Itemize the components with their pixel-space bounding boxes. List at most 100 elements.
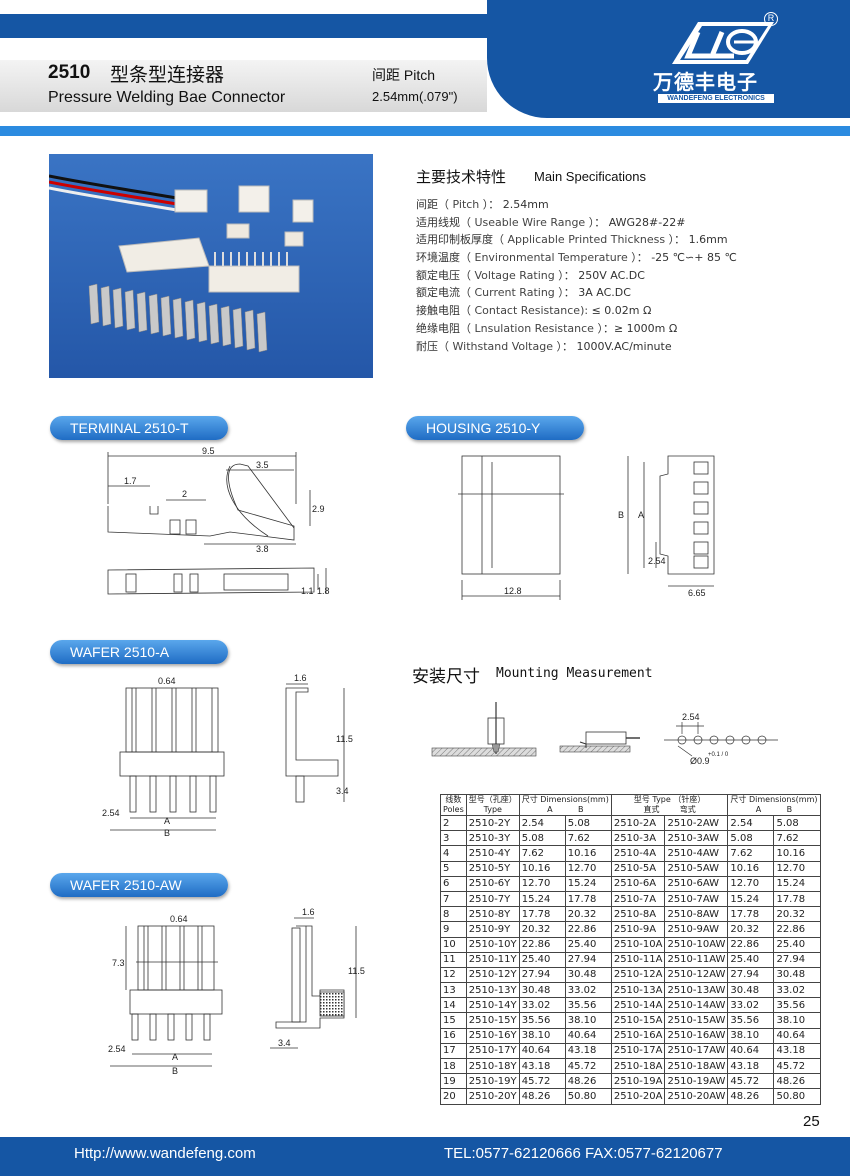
terminal-drawing: 9.5 3.5 1.7 2 2.9 3.8 1.1 1.8 xyxy=(107,446,330,596)
table-cell: 12.70 xyxy=(727,875,775,892)
housing-dim-b: B xyxy=(618,510,624,520)
table-cell: 5.08 xyxy=(564,814,612,832)
table-cell: 15 xyxy=(440,1012,467,1029)
housing-drawing: 12.8 6.65 B A 2.54 xyxy=(458,455,715,600)
table-cell: 7.62 xyxy=(564,830,612,847)
table-cell: 2510-17Y xyxy=(465,1042,520,1060)
table-cell: 15.24 xyxy=(773,875,821,892)
product-title-en: Pressure Welding Bae Connector xyxy=(48,89,286,106)
table-cell: 17.78 xyxy=(773,890,821,908)
wafer-a-dim-b: B xyxy=(164,828,170,838)
table-cell: 2510-2Y xyxy=(465,814,520,832)
table-cell: 20.32 xyxy=(773,906,821,923)
specs-title-en: Main Specifications xyxy=(534,169,646,184)
table-cell: 9 xyxy=(440,921,467,938)
th-dimensions-pin: 尺寸 Dimensions(mm)A B xyxy=(727,794,821,816)
terminal-dim-height: 2.9 xyxy=(312,504,325,514)
table-cell: 14 xyxy=(440,997,467,1014)
section-terminal: TERMINAL 2510-T xyxy=(50,416,228,440)
table-cell: 27.94 xyxy=(727,966,775,984)
table-cell: 2510-20AW xyxy=(664,1088,729,1105)
wafer-aw-dim-top: 7.3 xyxy=(112,958,125,968)
wafer-a-dim-bottom: 3.4 xyxy=(336,786,349,796)
table-cell: 2510-16AW xyxy=(664,1027,729,1044)
table-cell: 22.86 xyxy=(564,921,612,938)
table-cell: 2510-8A xyxy=(610,906,666,923)
spec-pcb-thickness: 适用印制板厚度（ Applicable Printed Thickness ）：… xyxy=(416,233,728,247)
table-cell: 5.08 xyxy=(518,830,566,847)
table-cell: 2510-12Y xyxy=(465,966,520,984)
wafer-a-dim-side: 1.6 xyxy=(294,673,307,683)
wafer-a-dim-pitch: 2.54 xyxy=(102,808,120,818)
table-cell: 7.62 xyxy=(727,845,775,862)
spec-insulation-resistance: 绝缘电阻（ Lnsulation Resistance ）：≥ 1000m Ω xyxy=(416,321,678,335)
table-cell: 19 xyxy=(440,1073,467,1090)
spec-withstand-voltage: 耐压（ Withstand Voltage ）： 1000V.AC/minute xyxy=(416,339,672,353)
table-cell: 3 xyxy=(440,830,467,847)
table-cell: 22.86 xyxy=(773,921,821,938)
table-cell: 2510-5A xyxy=(610,860,666,877)
table-cell: 2510-18Y xyxy=(465,1057,520,1075)
table-cell: 2510-10AW xyxy=(664,936,729,953)
terminal-dim-contact: 3.8 xyxy=(256,544,269,554)
table-cell: 40.64 xyxy=(727,1042,775,1060)
section-wafer-a: WAFER 2510-A xyxy=(50,640,228,664)
table-cell: 33.02 xyxy=(518,997,566,1014)
table-cell: 2510-3A xyxy=(610,830,666,847)
table-cell: 2.54 xyxy=(727,814,775,832)
table-cell: 2510-15A xyxy=(610,1012,666,1029)
page-footer xyxy=(0,1137,850,1176)
table-cell: 10.16 xyxy=(518,860,566,877)
table-cell: 38.10 xyxy=(727,1027,775,1044)
wafer-a-dim-a: A xyxy=(164,816,170,826)
table-cell: 2510-2AW xyxy=(664,814,729,832)
table-cell: 2510-4A xyxy=(610,845,666,862)
table-cell: 2510-11AW xyxy=(664,951,729,968)
table-cell: 27.94 xyxy=(773,951,821,968)
table-cell: 43.18 xyxy=(727,1057,775,1075)
table-cell: 2510-8AW xyxy=(664,906,729,923)
table-cell: 33.02 xyxy=(564,982,612,999)
table-cell: 2.54 xyxy=(518,814,566,832)
spec-pitch: 间距（ Pitch ）： 2.54mm xyxy=(416,198,549,211)
header-title-panel xyxy=(0,60,487,112)
product-photo xyxy=(49,154,373,378)
header-accent-line xyxy=(0,126,850,136)
spec-wire-range: 适用线规（ Useable Wire Range ）： AWG28#-22# xyxy=(416,215,686,229)
table-cell: 2510-8Y xyxy=(465,906,520,923)
table-cell: 48.26 xyxy=(518,1088,566,1105)
wafer-aw-dim-bottom: 3.4 xyxy=(278,1038,291,1048)
table-cell: 2510-11Y xyxy=(465,951,520,968)
table-cell: 2510-12AW xyxy=(664,966,729,984)
table-cell: 2510-7Y xyxy=(465,890,520,908)
table-cell: 30.48 xyxy=(518,982,566,999)
footer-website-link[interactable]: Http://www.wandefeng.com xyxy=(74,1145,256,1162)
table-cell: 15.24 xyxy=(727,890,775,908)
table-cell: 2510-7A xyxy=(610,890,666,908)
table-cell: 45.72 xyxy=(727,1073,775,1090)
table-cell: 45.72 xyxy=(564,1057,612,1075)
table-cell: 30.48 xyxy=(773,966,821,984)
footer-contact: TEL:0577-62120666 FAX:0577-62120677 xyxy=(444,1145,723,1162)
wafer-aw-dim-pitch: 2.54 xyxy=(108,1044,126,1054)
table-cell: 2510-5AW xyxy=(664,860,729,877)
table-cell: 2510-13Y xyxy=(465,982,520,999)
table-cell: 2510-10Y xyxy=(465,936,520,953)
table-cell: 48.26 xyxy=(773,1073,821,1090)
wafer-aw-dim-pin: 0.64 xyxy=(170,914,188,924)
table-cell: 20 xyxy=(440,1088,467,1105)
table-cell: 10 xyxy=(440,936,467,953)
table-cell: 2510-4AW xyxy=(664,845,729,862)
mounting-dim-tol: +0.1 / 0 xyxy=(708,752,729,758)
spec-current: 额定电流（ Current Rating ）： 3A AC.DC xyxy=(416,286,631,300)
table-cell: 15.24 xyxy=(564,875,612,892)
registered-mark-icon: R xyxy=(764,12,778,26)
